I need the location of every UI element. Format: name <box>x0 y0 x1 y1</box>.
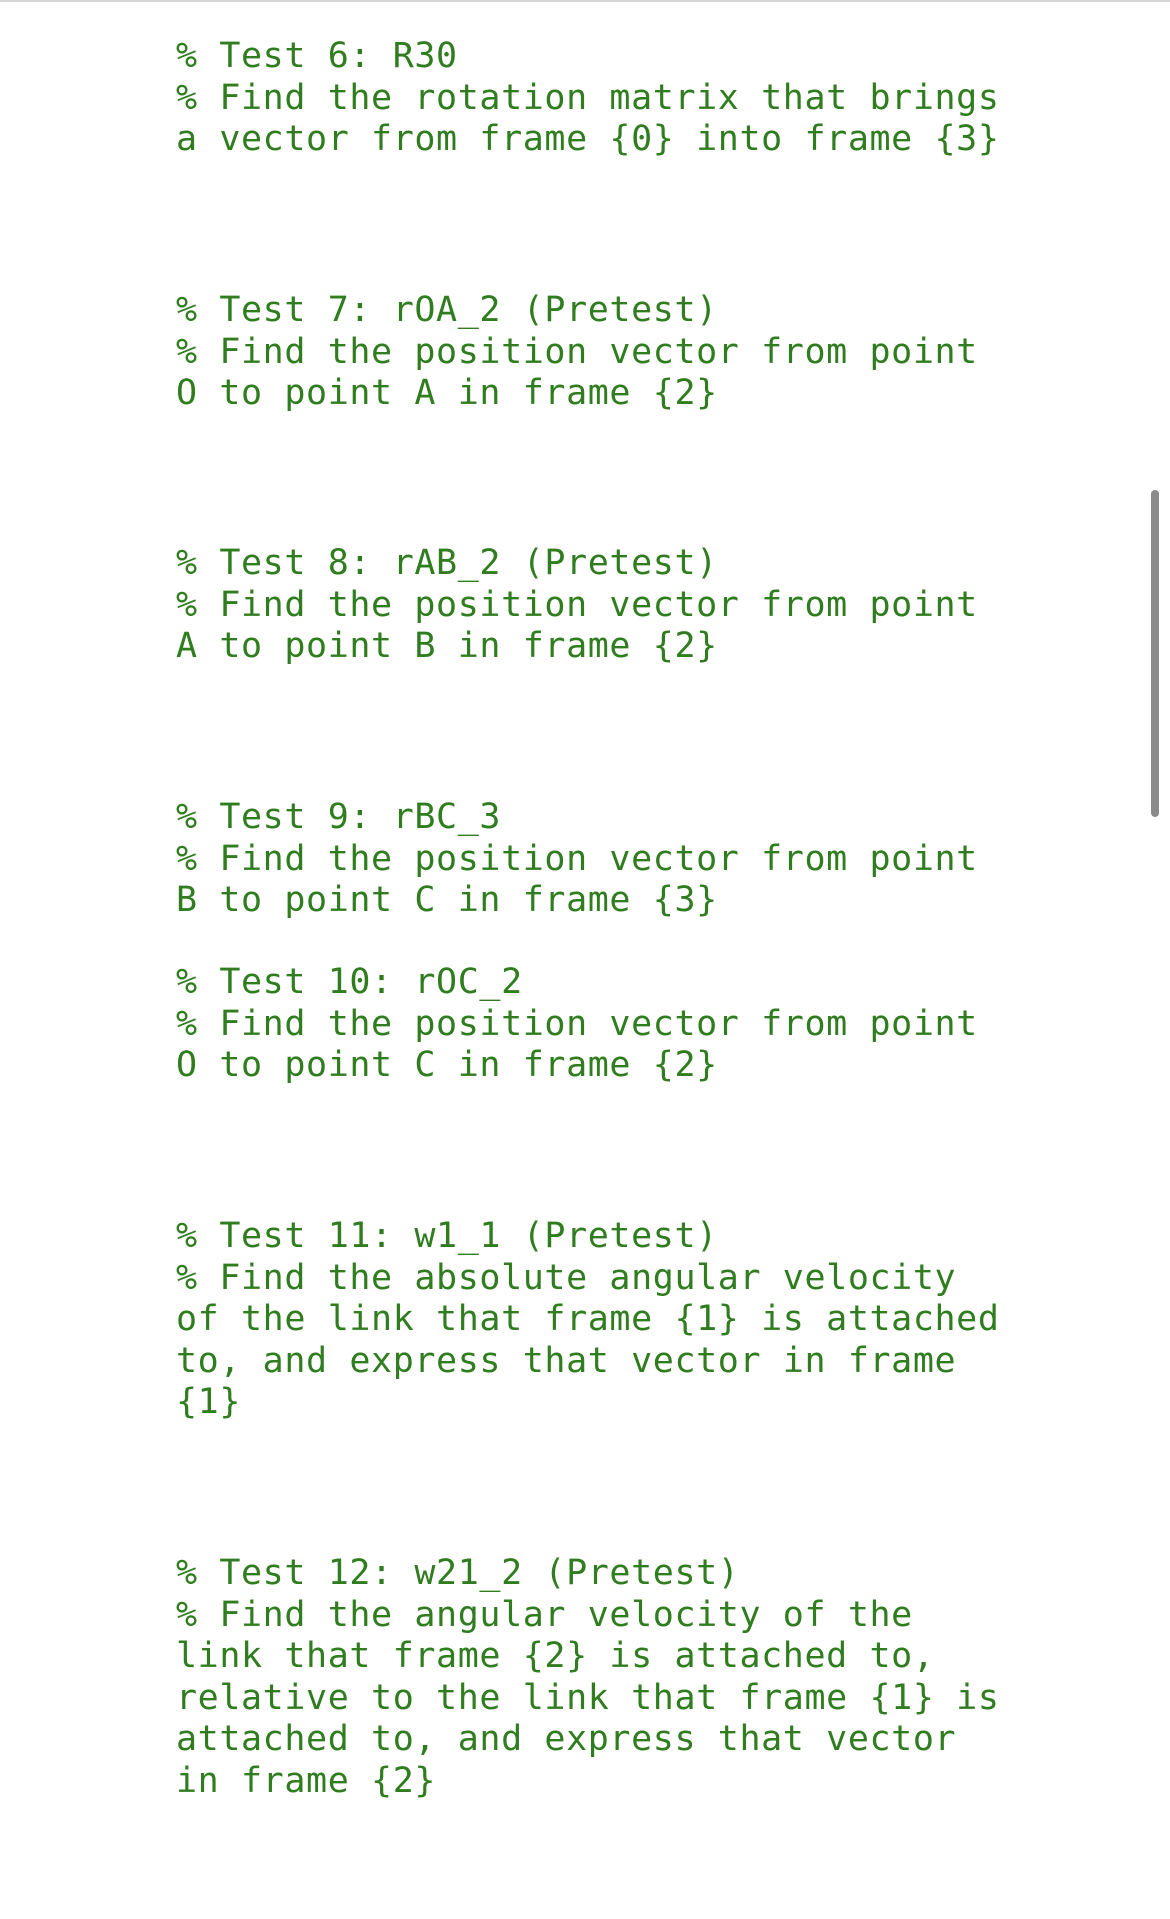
code-line: relative to the link that frame {1} is <box>176 1677 1000 1718</box>
code-line: % Find the absolute angular velocity <box>176 1257 957 1298</box>
code-line: O to point C in frame {2} <box>176 1045 718 1085</box>
code-line: % Find the position vector from point <box>176 331 978 372</box>
top-divider <box>0 0 1170 2</box>
code-line: % Test 8: rAB_2 (Pretest) <box>176 543 718 583</box>
code-line: % Find the rotation matrix that brings <box>176 77 1000 118</box>
code-line: to, and express that vector in frame <box>176 1340 957 1381</box>
code-line: % Find the position vector from point <box>176 1003 978 1044</box>
code-line: % Test 6: R30 <box>176 36 458 76</box>
code-line: % Find the position vector from point <box>176 838 978 879</box>
code-line: in frame {2} <box>176 1760 437 1801</box>
comment-block-test-8: % Test 8: rAB_2 (Pretest) % Find the pos… <box>176 543 1026 668</box>
code-line: % Test 10: rOC_2 <box>176 962 523 1002</box>
code-line: % Test 12: w21_2 (Pretest) <box>176 1553 740 1593</box>
comment-block-test-7: % Test 7: rOA_2 (Pretest) % Find the pos… <box>176 290 1026 415</box>
code-line: O to point A in frame {2} <box>176 373 718 413</box>
code-line: % Test 9: rBC_3 <box>176 797 502 837</box>
code-line: B to point C in frame {3} <box>176 880 718 920</box>
code-line: attached to, and express that vector <box>176 1719 957 1759</box>
code-line: % Test 7: rOA_2 (Pretest) <box>176 290 718 330</box>
code-line: of the link that frame {1} is attached <box>176 1299 1000 1339</box>
code-line: a vector from frame {0} into frame {3} <box>176 119 1000 159</box>
comment-block-test-12: % Test 12: w21_2 (Pretest) % Find the an… <box>176 1553 1026 1802</box>
code-line: A to point B in frame {2} <box>176 626 718 666</box>
comment-block-test-6: % Test 6: R30 % Find the rotation matrix… <box>176 36 1026 161</box>
comment-block-test-10: % Test 10: rOC_2 % Find the position vec… <box>176 962 1026 1087</box>
code-line: % Find the position vector from point <box>176 584 978 625</box>
code-line: {1} <box>176 1382 242 1422</box>
vertical-scrollbar[interactable] <box>1151 490 1159 817</box>
comment-block-test-9: % Test 9: rBC_3 % Find the position vect… <box>176 797 1026 922</box>
code-line: % Test 11: w1_1 (Pretest) <box>176 1216 718 1256</box>
comment-block-test-11: % Test 11: w1_1 (Pretest) % Find the abs… <box>176 1216 1026 1424</box>
code-line: % Find the angular velocity of the <box>176 1594 913 1635</box>
code-line: link that frame {2} is attached to, <box>176 1636 935 1676</box>
